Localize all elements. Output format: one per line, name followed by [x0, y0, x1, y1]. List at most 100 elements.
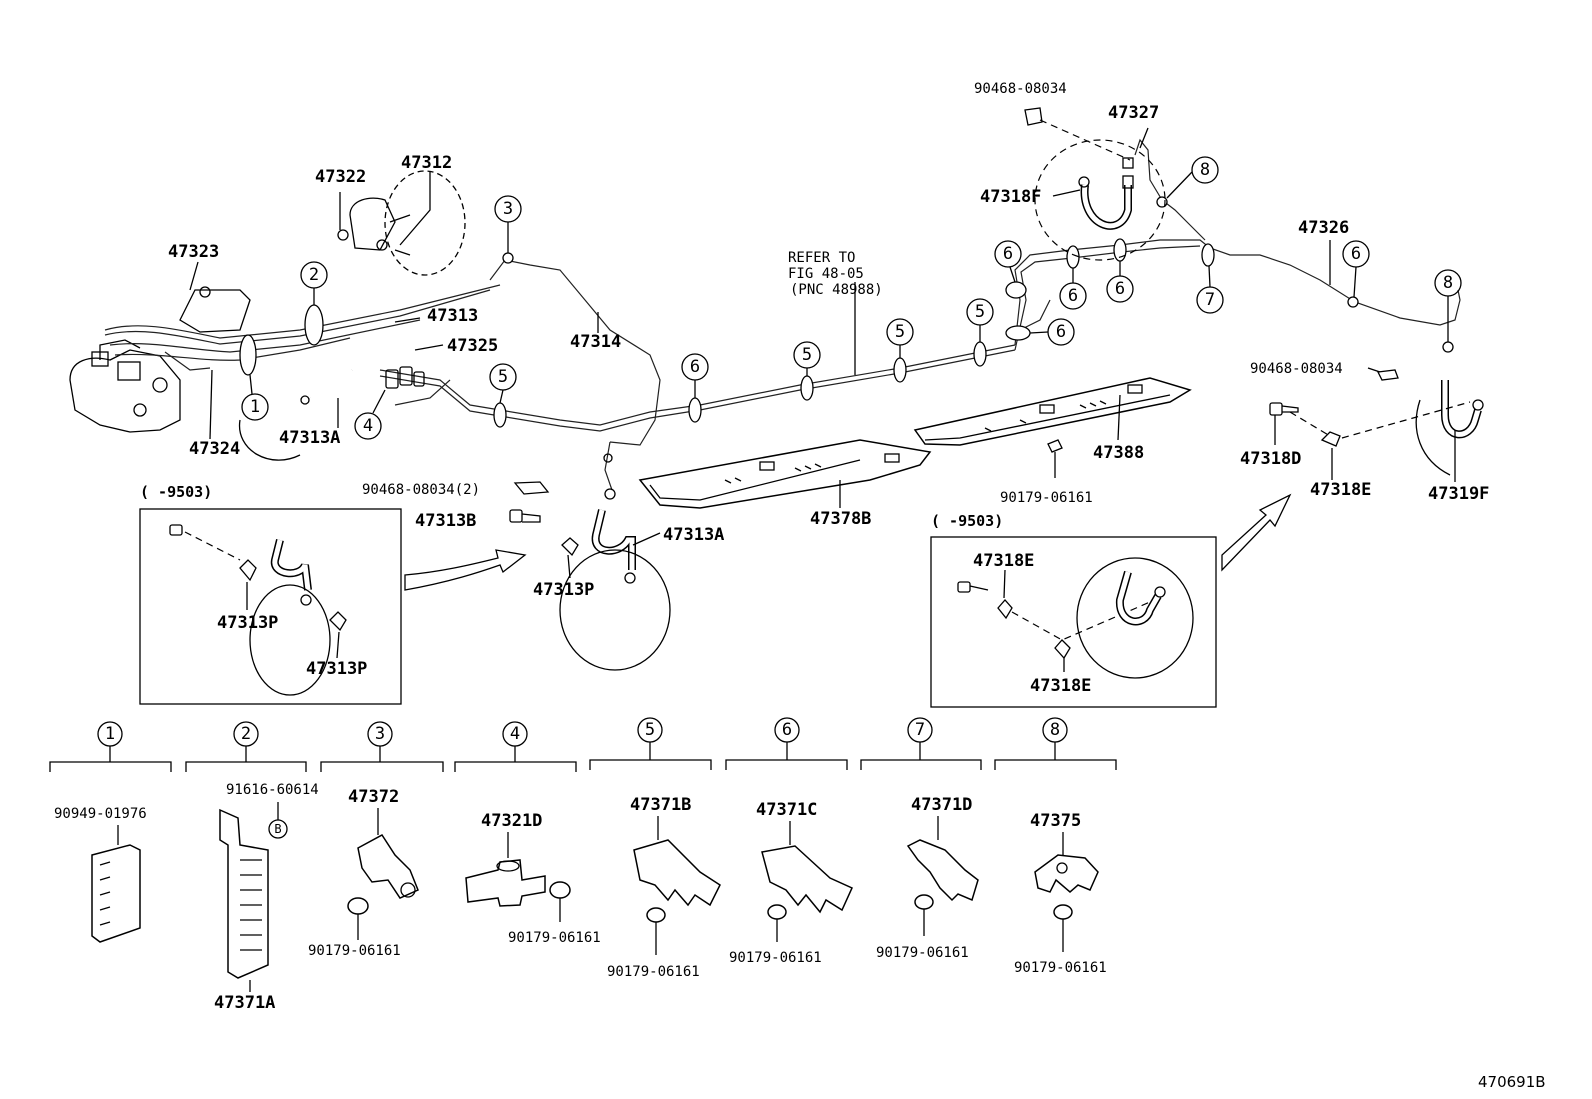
callout-5b: 5	[793, 341, 821, 376]
label-90179-g8: 90179-06161	[1014, 960, 1107, 976]
group-8: 8 47375 90179-06161	[994, 717, 1117, 976]
callout-6e: 6	[1106, 261, 1134, 303]
range-right: ( -9503)	[931, 512, 1003, 530]
label-47313P-box1: 47313P	[217, 613, 278, 633]
svg-text:6: 6	[1056, 322, 1066, 342]
leader-lines	[189, 127, 1456, 579]
callout-2: 2	[300, 261, 328, 305]
label-90468-mid: 90468-08034(2)	[362, 482, 480, 498]
label-47319F: 47319F	[1428, 484, 1489, 504]
callout-8a: 8	[1166, 156, 1219, 199]
range-left: ( -9503)	[140, 483, 212, 501]
label-90179-g6: 90179-06161	[729, 950, 822, 966]
label-47313A-mid: 47313A	[663, 525, 724, 545]
label-47371C: 47371C	[756, 800, 817, 820]
main-labels: 47322 4 7 3 1 2 47323 47313 47325 47314 4732…	[168, 81, 1489, 600]
label-47372: 47372	[348, 787, 399, 807]
label-90179-g7: 90179-06161	[876, 945, 969, 961]
label-47323: 47323	[168, 242, 219, 262]
group-2: 2 91616-60614 B 47371A	[185, 721, 319, 1013]
note-line1: REFER TO	[788, 250, 855, 266]
label-47314: 47314	[570, 332, 621, 352]
label-47371B: 47371B	[630, 795, 691, 815]
callout-6d: 6	[1059, 268, 1087, 310]
group-5: 5 47371B 90179-06161	[589, 717, 721, 980]
main-parts	[300, 107, 1484, 671]
callout-6c: 6	[1029, 318, 1075, 346]
label-47313P-box2: 47313P	[306, 659, 367, 679]
callouts-main: 1 2 3 4 5 6 5	[238, 156, 1462, 461]
group-6: 6 47371C 90179-06161	[725, 717, 853, 966]
group-4: 4 47321D 90179-06161	[454, 721, 601, 946]
protector-47378B	[638, 439, 932, 509]
label-47318E-right: 47318E	[1310, 480, 1371, 500]
clip-groups: 1 90949-01976 2 91616-60614 B 47371A 3	[49, 717, 1117, 1013]
svg-text:4: 4	[363, 416, 373, 436]
badge-B: B	[274, 822, 281, 836]
svg-text:8: 8	[1200, 160, 1210, 180]
svg-text:6: 6	[690, 357, 700, 377]
label-47318E-box1: 47318E	[973, 551, 1034, 571]
label-91616-60614: 91616-60614	[226, 782, 319, 798]
callout-8b: 8	[1434, 269, 1462, 342]
label-47318F: 47318F	[980, 187, 1041, 207]
svg-text:8: 8	[1443, 273, 1453, 293]
callout-1: 1	[238, 374, 301, 461]
label-90468-top: 90468-08034	[974, 81, 1067, 97]
svg-text:6: 6	[782, 720, 792, 740]
label-90468-right: 90468-08034	[1250, 361, 1343, 377]
inset-left: ( -9503) 47313P 47313P	[139, 483, 402, 705]
svg-text:1: 1	[105, 724, 115, 744]
svg-text:2: 2	[309, 265, 319, 285]
callout-6b: 6	[994, 240, 1022, 283]
group-1: 1 90949-01976	[49, 721, 172, 943]
svg-text:6: 6	[1003, 244, 1013, 264]
label-90949-01976: 90949-01976	[54, 806, 147, 822]
label-90179-mid: 90179-06161	[1000, 490, 1093, 506]
callout-6f: 6	[1342, 240, 1370, 298]
svg-text:4: 4	[510, 724, 520, 744]
callout-5a: 5	[489, 363, 517, 404]
label-47371D: 47371D	[911, 795, 972, 815]
callout-7: 7	[1196, 265, 1224, 314]
callout-5d: 5	[966, 298, 994, 342]
svg-text:6: 6	[1115, 279, 1125, 299]
label-47375: 47375	[1030, 811, 1081, 831]
svg-text:2: 2	[241, 724, 251, 744]
label-90179-g5: 90179-06161	[607, 964, 700, 980]
label-90179-g4: 90179-06161	[508, 930, 601, 946]
label-47313P-mid: 47313P	[533, 580, 594, 600]
svg-text:6: 6	[1351, 244, 1361, 264]
label-47322: 47322	[315, 167, 366, 187]
svg-text:1: 1	[250, 397, 260, 417]
svg-text:5: 5	[498, 367, 508, 387]
inset-right: ( -9503) 47318E 47318E	[930, 512, 1217, 708]
label-47318E-box2: 47318E	[1030, 676, 1091, 696]
group-3: 3 47372 90179-06161	[308, 721, 444, 959]
label-47321D: 47321D	[481, 811, 542, 831]
svg-text:5: 5	[975, 302, 985, 322]
label-47326: 47326	[1298, 218, 1349, 238]
callout-5c: 5	[886, 318, 914, 358]
callout-4: 4	[354, 389, 386, 440]
svg-text:7: 7	[915, 720, 925, 740]
diagram-id: 470691B	[1478, 1073, 1546, 1091]
label-47378B: 47378B	[810, 509, 871, 529]
label-47325: 47325	[447, 336, 498, 356]
svg-text:3: 3	[375, 724, 385, 744]
label-47313A-top: 47313A	[279, 428, 340, 448]
label-47313: 47313	[427, 306, 478, 326]
clip-markers	[239, 196, 1454, 428]
group-7: 7 47371D 90179-06161	[860, 717, 982, 961]
svg-text:8: 8	[1050, 720, 1060, 740]
callout-6a: 6	[681, 353, 709, 398]
label-47313B: 47313B	[415, 511, 476, 531]
label-47318D: 47318D	[1240, 449, 1301, 469]
svg-text:6: 6	[1068, 286, 1078, 306]
protector-47388	[913, 377, 1192, 453]
arrows	[404, 493, 1292, 591]
note-line3: (PNC 48988)	[790, 282, 883, 298]
svg-text:3: 3	[503, 199, 513, 219]
label-47388: 47388	[1093, 443, 1144, 463]
